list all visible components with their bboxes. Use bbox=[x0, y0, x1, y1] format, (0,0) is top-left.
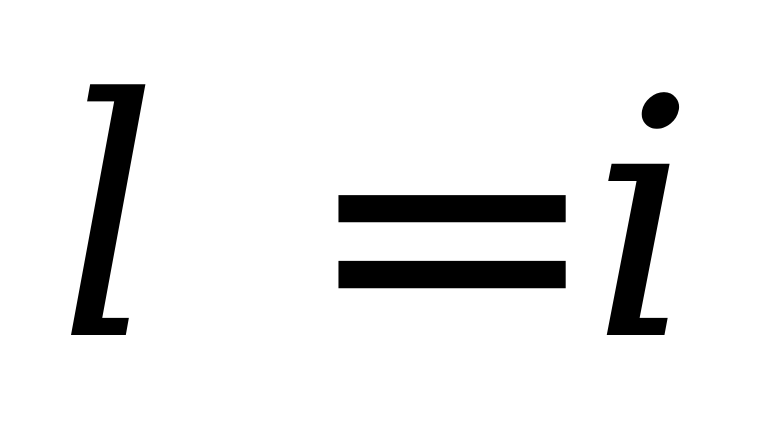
equals-sign: = bbox=[300, 39, 605, 423]
variable-i: i bbox=[590, 29, 696, 413]
variable-l: l bbox=[58, 29, 159, 413]
